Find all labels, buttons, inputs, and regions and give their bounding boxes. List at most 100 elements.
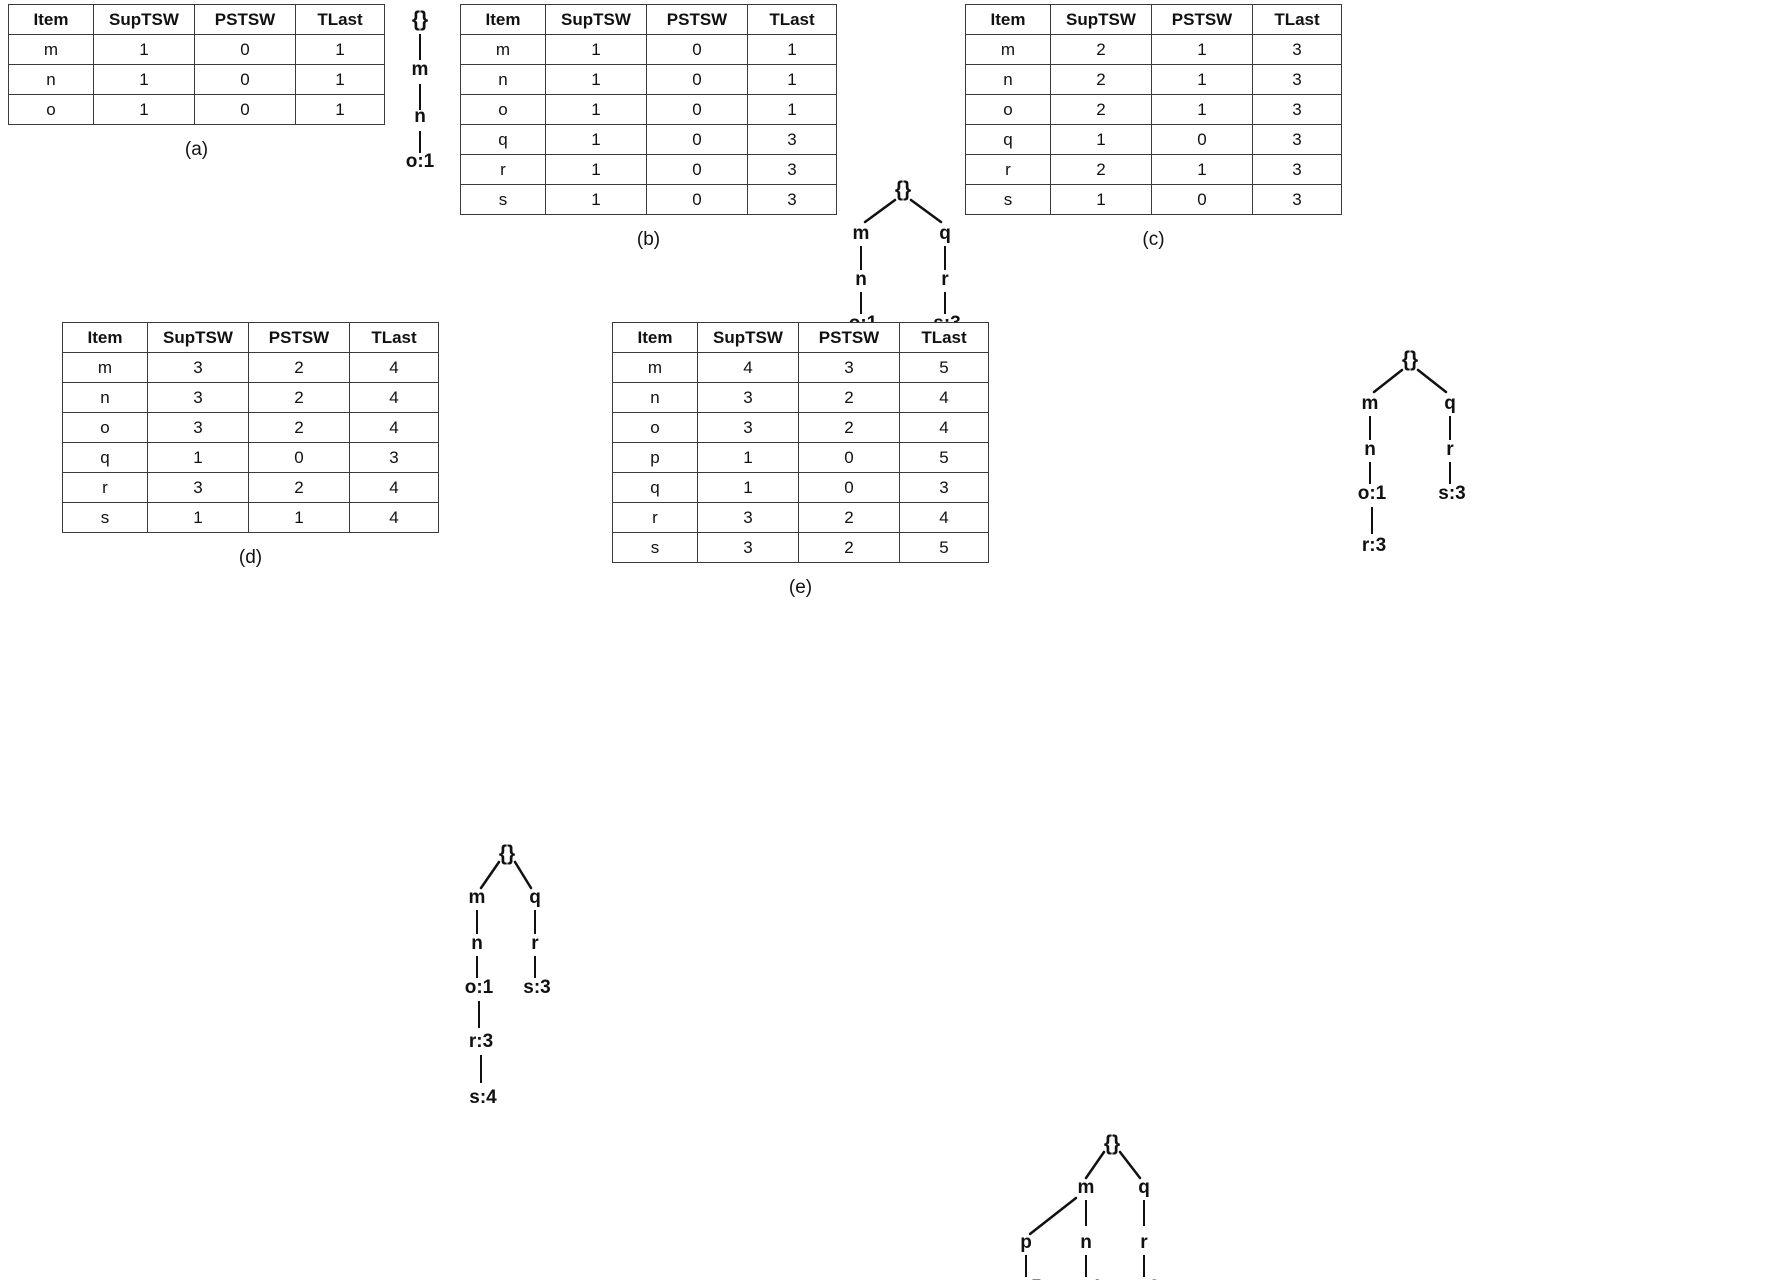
cell-item: r [965,154,1051,185]
table-row: m 3 2 4 [62,352,439,383]
table-row: r 3 2 4 [62,472,439,503]
cell-pstsw: 2 [248,472,350,503]
cell-tlast: 4 [349,472,439,503]
cell-item: r [612,502,698,533]
cell-tlast: 3 [747,184,837,215]
cell-tlast: 3 [349,442,439,473]
cell-pstsw: 0 [646,124,748,155]
tree-edge [534,956,536,978]
cell-item: o [460,94,546,125]
cell-tlast: 4 [349,502,439,533]
table-row: q 1 0 3 [965,124,1342,155]
cell-tlast: 3 [1252,184,1342,215]
tree-edge [1369,416,1371,440]
cell-suptsw: 1 [697,472,799,503]
table-b: Item SupTSW PSTSW TLast m 1 0 1 n 1 0 1 … [460,4,837,215]
cell-pstsw: 1 [1151,64,1253,95]
cell-suptsw: 1 [545,154,647,185]
column-header-suptsw: SupTSW [147,322,249,353]
cell-suptsw: 2 [1050,154,1152,185]
cell-pstsw: 2 [798,532,900,563]
tree-edge [1085,1255,1087,1277]
tree-node-o: o:1 [464,977,494,998]
tree-edge [944,246,946,270]
column-header-tlast: TLast [295,4,385,35]
cell-pstsw: 2 [798,502,900,533]
tree-edge [860,246,862,270]
cell-tlast: 4 [899,412,989,443]
tree-node-s-p: s:5 [1014,1277,1041,1280]
column-header-pstsw: PSTSW [194,4,296,35]
cell-item: n [460,64,546,95]
cell-pstsw: 0 [798,442,900,473]
cell-tlast: 3 [1252,94,1342,125]
tree-node-r: r [1446,439,1454,460]
tree-node-m: m [852,223,870,244]
cell-item: q [62,442,148,473]
tree-node-n: n [1364,439,1376,460]
column-header-pstsw: PSTSW [248,322,350,353]
tree-d: {} m n o:1 r:3 s:4 q r s:3 [455,840,585,1130]
column-header-suptsw: SupTSW [1050,4,1152,35]
panel-caption-d: (d) [238,547,263,568]
table-a: Item SupTSW PSTSW TLast m 1 0 1 n 1 0 1 … [8,4,385,125]
cell-suptsw: 1 [93,34,195,65]
cell-tlast: 3 [1252,124,1342,155]
tree-edge [476,910,478,934]
column-header-tlast: TLast [1252,4,1342,35]
cell-item: q [612,472,698,503]
cell-tlast: 4 [349,352,439,383]
panel-d: Item SupTSW PSTSW TLast m 3 2 4 n 3 2 4 … [62,322,439,569]
cell-item: s [62,502,148,533]
column-header-suptsw: SupTSW [93,4,195,35]
table-row: o 1 0 1 [460,94,837,125]
cell-item: n [612,382,698,413]
tree-node-n: n [855,269,867,290]
panel-caption-b: (b) [636,229,661,250]
cell-item: m [965,34,1051,65]
cell-tlast: 1 [747,94,837,125]
cell-tlast: 1 [747,64,837,95]
column-header-pstsw: PSTSW [798,322,900,353]
cell-suptsw: 3 [147,352,249,383]
cell-tlast: 1 [747,34,837,65]
cell-suptsw: 1 [147,442,249,473]
column-header-item: Item [62,322,148,353]
cell-pstsw: 2 [798,382,900,413]
table-row: n 1 0 1 [460,64,837,95]
cell-item: r [460,154,546,185]
cell-pstsw: 1 [1151,154,1253,185]
cell-tlast: 5 [899,442,989,473]
tree-node-n: n [471,933,483,954]
tree-node-r-child: r:3 [1361,535,1387,556]
cell-pstsw: 1 [248,502,350,533]
table-row: s 1 0 3 [460,184,837,215]
cell-pstsw: 0 [194,34,296,65]
cell-item: o [612,412,698,443]
panel-caption-a: (a) [184,139,209,160]
cell-tlast: 4 [899,382,989,413]
table-d: Item SupTSW PSTSW TLast m 3 2 4 n 3 2 4 … [62,322,439,533]
table-header-row: Item SupTSW PSTSW TLast [62,322,439,353]
tree-edge [419,131,421,153]
cell-pstsw: 0 [646,154,748,185]
tree-edge [480,1055,482,1083]
table-row: s 3 2 5 [612,532,989,563]
tree-b: {} m n o:1 q r s:3 [835,174,965,344]
cell-pstsw: 0 [646,184,748,215]
tree-node-m: m [411,59,429,80]
tree-e: {} m p s:5 n o:1 r:3 s:4 q r s:3 [1000,1130,1190,1280]
cell-suptsw: 2 [1050,64,1152,95]
cell-suptsw: 3 [697,382,799,413]
table-row: r 2 1 3 [965,154,1342,185]
tree-node-s: s:3 [1132,1277,1159,1280]
tree-a: {} m n o:1 [385,4,455,174]
tree-node-s-child: s:4 [469,1087,497,1108]
tree-node-r: r [941,269,949,290]
tree-node-m: m [468,887,486,908]
cell-item: m [62,352,148,383]
cell-tlast: 4 [349,412,439,443]
cell-suptsw: 1 [545,184,647,215]
cell-item: s [965,184,1051,215]
tree-node-q: q [1138,1177,1150,1198]
